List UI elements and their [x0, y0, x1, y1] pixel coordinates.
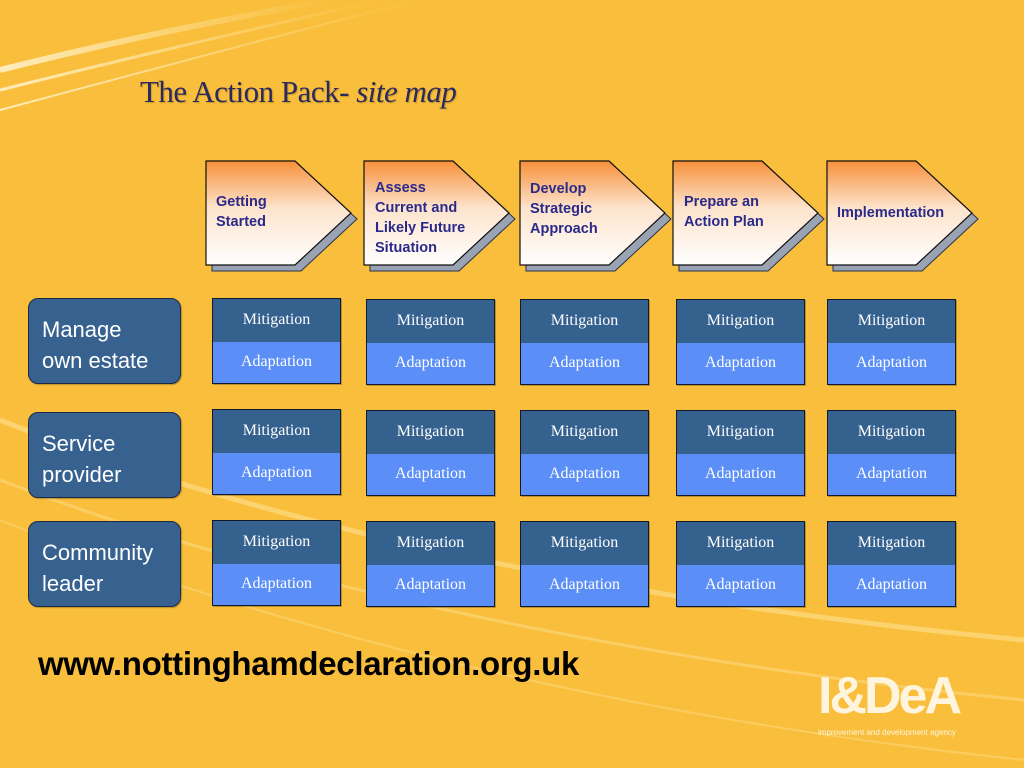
title-main: The Action Pack-	[140, 74, 357, 109]
cell-estate-prepare: Mitigation Adaptation	[676, 299, 805, 385]
cell-estate-develop: Mitigation Adaptation	[520, 299, 649, 385]
cell-community-develop: Mitigation Adaptation	[520, 521, 649, 607]
adaptation-box[interactable]: Adaptation	[521, 565, 648, 606]
adaptation-box[interactable]: Adaptation	[521, 454, 648, 495]
cell-estate-assess: Mitigation Adaptation	[366, 299, 495, 385]
cell-service-assess: Mitigation Adaptation	[366, 410, 495, 496]
mitigation-box[interactable]: Mitigation	[521, 522, 648, 565]
mitigation-box[interactable]: Mitigation	[367, 411, 494, 454]
mitigation-box[interactable]: Mitigation	[677, 300, 804, 343]
mitigation-box[interactable]: Mitigation	[367, 300, 494, 343]
role-community-leader: Community leader	[28, 521, 181, 607]
cell-community-prepare: Mitigation Adaptation	[676, 521, 805, 607]
website-url-link[interactable]: www.nottinghamdeclaration.org.uk	[38, 645, 580, 682]
adaptation-box[interactable]: Adaptation	[677, 343, 804, 384]
adaptation-box[interactable]: Adaptation	[521, 343, 648, 384]
adaptation-box[interactable]: Adaptation	[677, 454, 804, 495]
stage-arrow-getting-started	[205, 160, 358, 272]
title-emphasis: site map	[356, 74, 457, 109]
cell-service-implementation: Mitigation Adaptation	[827, 410, 956, 496]
stage-label-implementation: Implementation	[837, 205, 945, 221]
stage-arrow-prepare	[672, 160, 825, 272]
stage-label-prepare: Prepare an Action Plan	[684, 194, 764, 230]
role-service-provider: Service provider	[28, 412, 181, 498]
mitigation-box[interactable]: Mitigation	[677, 411, 804, 454]
adaptation-box[interactable]: Adaptation	[367, 343, 494, 384]
adaptation-box[interactable]: Adaptation	[213, 564, 340, 605]
stage-label-assess: Assess Current and Likely Future Situati…	[375, 180, 466, 256]
adaptation-box[interactable]: Adaptation	[828, 565, 955, 606]
mitigation-box[interactable]: Mitigation	[367, 522, 494, 565]
mitigation-box[interactable]: Mitigation	[213, 410, 340, 453]
idea-logo: I&DeA improvement and development agency	[818, 668, 998, 740]
cell-community-getting-started: Mitigation Adaptation	[212, 520, 341, 606]
logo-mark: I&DeA	[818, 667, 962, 725]
stage-label-getting-started: Getting Started	[216, 194, 267, 230]
adaptation-box[interactable]: Adaptation	[828, 343, 955, 384]
cell-community-implementation: Mitigation Adaptation	[827, 521, 956, 607]
cell-estate-implementation: Mitigation Adaptation	[827, 299, 956, 385]
adaptation-box[interactable]: Adaptation	[828, 454, 955, 495]
stage-label-develop: Develop Strategic Approach	[530, 181, 598, 237]
logo-tagline: improvement and development agency	[818, 728, 956, 737]
cell-community-assess: Mitigation Adaptation	[366, 521, 495, 607]
cell-estate-getting-started: Mitigation Adaptation	[212, 298, 341, 384]
mitigation-box[interactable]: Mitigation	[521, 300, 648, 343]
adaptation-box[interactable]: Adaptation	[367, 565, 494, 606]
mitigation-box[interactable]: Mitigation	[213, 299, 340, 342]
cell-service-getting-started: Mitigation Adaptation	[212, 409, 341, 495]
mitigation-box[interactable]: Mitigation	[828, 522, 955, 565]
mitigation-box[interactable]: Mitigation	[828, 411, 955, 454]
adaptation-box[interactable]: Adaptation	[213, 342, 340, 383]
cell-service-develop: Mitigation Adaptation	[520, 410, 649, 496]
adaptation-box[interactable]: Adaptation	[367, 454, 494, 495]
mitigation-box[interactable]: Mitigation	[521, 411, 648, 454]
slide-title: The Action Pack- site map	[140, 74, 457, 110]
stage-arrow-assess	[363, 160, 516, 272]
stage-arrow-implementation	[826, 160, 979, 272]
mitigation-box[interactable]: Mitigation	[677, 522, 804, 565]
adaptation-box[interactable]: Adaptation	[213, 453, 340, 494]
mitigation-box[interactable]: Mitigation	[828, 300, 955, 343]
mitigation-box[interactable]: Mitigation	[213, 521, 340, 564]
role-manage-own-estate: Manage own estate	[28, 298, 181, 384]
stage-arrow-develop	[519, 160, 672, 272]
cell-service-prepare: Mitigation Adaptation	[676, 410, 805, 496]
adaptation-box[interactable]: Adaptation	[677, 565, 804, 606]
